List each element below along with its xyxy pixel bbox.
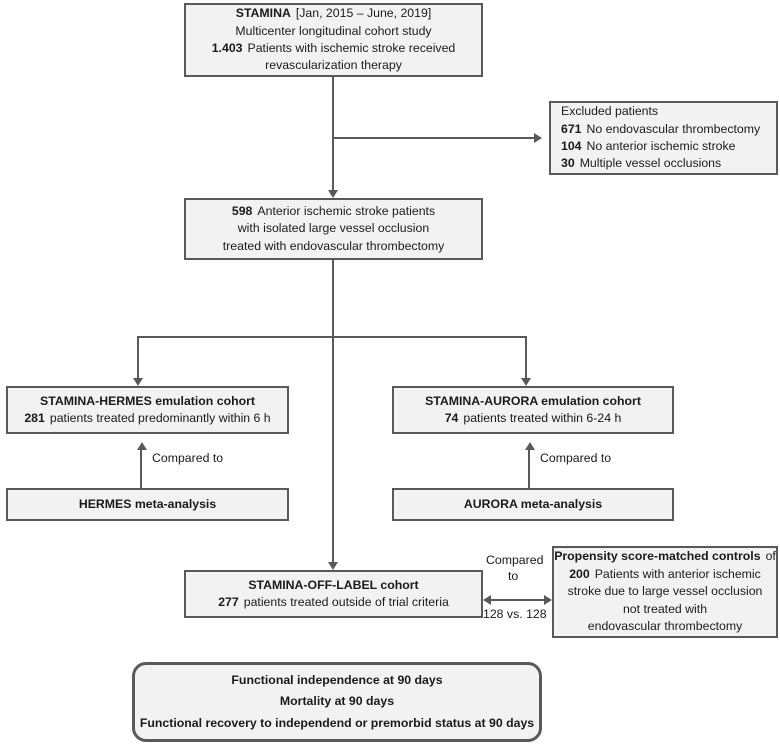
node-hermes-cohort-line-0: STAMINA-HERMES emulation cohort <box>40 393 255 410</box>
node-matched-controls-line-1: 200 Patients with anterior ischemic <box>569 566 761 583</box>
line-rest: patients treated within 6-24 h <box>463 411 622 425</box>
label-compared-to-aurora: Compared to <box>540 451 612 465</box>
line-bold: AURORA meta-analysis <box>463 496 603 511</box>
node-cohort-source-line-3: revascularization therapy <box>265 57 402 74</box>
node-excluded-line-1: 671 No endovascular thrombectomy <box>561 121 760 138</box>
connector-included-trunk <box>332 260 334 563</box>
arrowhead-included <box>328 190 338 198</box>
node-cohort-source-line-1: Multicenter longitudinal cohort study <box>235 23 431 40</box>
line-bold: 1.403 <box>211 41 243 55</box>
line-rest: Patients with anterior ischemic <box>594 566 761 581</box>
node-excluded-line-0: Excluded patients <box>561 103 658 120</box>
line-rest: Patients with ischemic stroke received <box>247 41 456 55</box>
line-rest: with isolated large vessel occlusion <box>237 221 430 236</box>
line-rest: patients treated predominantly within 6 … <box>49 411 271 425</box>
line-bold: 598 <box>231 203 253 218</box>
arrowhead-hermes-cohort <box>133 378 143 386</box>
node-hermes-cohort-line-1: 281 patients treated predominantly within… <box>24 410 270 427</box>
line-bold: STAMINA-HERMES emulation cohort <box>40 393 255 408</box>
node-outcomes: Functional independence at 90 days Morta… <box>132 662 542 742</box>
node-aurora-meta-analysis: AURORA meta-analysis <box>392 488 674 521</box>
node-stamina-hermes-cohort: STAMINA-HERMES emulation cohort 281 patie… <box>6 386 289 434</box>
line-bold: Functional independence at 90 days <box>231 672 443 687</box>
node-aurora-cohort-line-1: 74 patients treated within 6-24 h <box>445 410 622 427</box>
label-compared-to-controls-line2: to <box>508 569 519 583</box>
line-bold: 200 <box>569 566 590 581</box>
node-included-line-1: with isolated large vessel occlusion <box>238 220 429 237</box>
node-included-line-0: 598 Anterior ischemic stroke patients <box>232 203 435 220</box>
node-cohort-source: STAMINA [Jan, 2015 – June, 2019] Multicen… <box>184 3 483 77</box>
line-rest: No endovascular thrombectomy <box>586 121 761 136</box>
connector-hermes-compare <box>140 450 142 494</box>
label-compared-to-hermes: Compared to <box>152 451 224 465</box>
line-bold: Propensity score-matched controls <box>554 549 761 564</box>
node-outcomes-line-0: Functional independence at 90 days <box>231 672 442 689</box>
line-rest: Excluded patients <box>561 104 659 119</box>
arrowhead-matched-compare-left <box>483 595 491 605</box>
line-bold: Functional recovery to independend or pr… <box>139 715 535 730</box>
line-rest: treated with endovascular thrombectomy <box>222 238 445 253</box>
line-bold: STAMINA-AURORA emulation cohort <box>425 393 641 408</box>
line-bold: 671 <box>561 121 582 136</box>
node-stamina-off-label-cohort: STAMINA-OFF-LABEL cohort 277 patients tre… <box>184 570 483 618</box>
line-rest: of <box>765 549 776 564</box>
arrowhead-excluded <box>534 133 542 143</box>
line-bold: Mortality at 90 days <box>279 694 395 709</box>
node-included-cohort: 598 Anterior ischemic stroke patients wit… <box>184 198 483 260</box>
line-bold: 30 <box>561 156 575 171</box>
arrowhead-aurora-cohort <box>521 378 531 386</box>
arrowhead-hermes-compare-up <box>137 442 147 450</box>
line-bold: 104 <box>561 139 582 153</box>
node-matched-controls-line-0: Propensity score-matched controls of <box>554 548 776 565</box>
node-aurora-cohort-line-0: STAMINA-AURORA emulation cohort <box>425 393 641 410</box>
node-excluded-line-2: 104 No anterior ischemic stroke <box>561 138 736 155</box>
line-rest: not treated with <box>622 601 708 616</box>
line-bold: STAMINA <box>235 6 291 21</box>
line-rest: patients treated outside of trial criter… <box>243 595 449 609</box>
line-bold: 277 <box>218 595 239 609</box>
node-cohort-source-line-0: STAMINA [Jan, 2015 – June, 2019] <box>236 5 431 22</box>
line-rest: Multiple vessel occlusions <box>579 156 722 171</box>
connector-matched-compare <box>491 599 545 601</box>
line-rest: stroke due to large vessel occlusion <box>567 584 763 599</box>
line-rest: endovascular thrombectomy <box>587 619 743 634</box>
node-stamina-aurora-cohort: STAMINA-AURORA emulation cohort 74 patien… <box>392 386 674 434</box>
connector-split-right-drop <box>525 336 527 380</box>
node-excluded-patients: Excluded patients 671 No endovascular thr… <box>549 101 778 175</box>
node-matched-controls-line-4: endovascular thrombectomy <box>588 618 742 635</box>
node-matched-controls-line-2: stroke due to large vessel occlusion <box>568 583 763 600</box>
connector-source-to-included <box>332 77 334 192</box>
connector-split-left-drop <box>137 336 139 380</box>
node-off-label-line-1: 277 patients treated outside of trial cri… <box>218 594 449 611</box>
connector-to-excluded <box>332 137 534 139</box>
arrowhead-off-label <box>328 562 338 570</box>
line-rest: Anterior ischemic stroke patients <box>257 203 436 218</box>
node-matched-controls-line-3: not treated with <box>623 601 707 618</box>
node-cohort-source-line-2: 1.403 Patients with ischemic stroke recei… <box>212 40 456 57</box>
line-rest: [Jan, 2015 – June, 2019] <box>295 6 432 21</box>
arrowhead-aurora-compare-up <box>525 442 535 450</box>
node-outcomes-line-1: Mortality at 90 days <box>280 693 394 710</box>
line-bold: STAMINA-OFF-LABEL cohort <box>248 577 419 592</box>
arrowhead-matched-compare-right <box>544 595 552 605</box>
label-matched-count: 128 vs. 128 <box>483 607 547 621</box>
line-rest: No anterior ischemic stroke <box>586 139 736 153</box>
node-hermes-meta-analysis: HERMES meta-analysis <box>6 488 289 521</box>
line-bold: HERMES meta-analysis <box>78 496 217 511</box>
connector-aurora-compare <box>528 450 530 494</box>
line-bold: 281 <box>24 411 45 425</box>
node-off-label-line-0: STAMINA-OFF-LABEL cohort <box>248 577 418 594</box>
connector-split-bar <box>137 336 527 338</box>
line-rest: Multicenter longitudinal cohort study <box>235 23 432 38</box>
node-aurora-meta-line-0: AURORA meta-analysis <box>464 496 602 513</box>
node-included-line-2: treated with endovascular thrombectomy <box>223 238 444 255</box>
label-compared-to-controls-line1: Compared <box>486 553 544 567</box>
node-hermes-meta-line-0: HERMES meta-analysis <box>79 496 216 513</box>
node-excluded-line-3: 30 Multiple vessel occlusions <box>561 155 721 172</box>
line-bold: 74 <box>444 411 459 425</box>
node-outcomes-line-2: Functional recovery to independend or pr… <box>140 715 534 732</box>
line-rest: revascularization therapy <box>265 58 402 73</box>
